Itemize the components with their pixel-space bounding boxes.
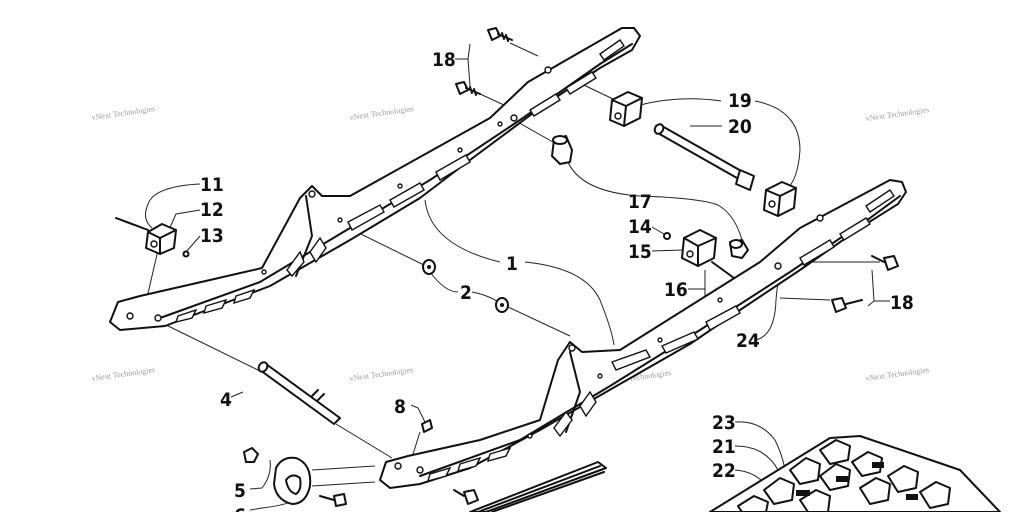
callout-8: 8	[394, 396, 406, 418]
rail-cutouts	[174, 39, 625, 323]
left-rail-upper	[109, 27, 641, 331]
hardware-parts	[115, 27, 899, 507]
callout-2: 2	[460, 282, 472, 304]
bolt-icon	[455, 81, 481, 96]
bushing-block-icon	[609, 91, 643, 127]
watermark: vNext Technologies	[91, 365, 156, 383]
slide-rail	[469, 461, 607, 512]
callout-11: 11	[200, 174, 224, 196]
callout-4: 4	[220, 389, 232, 411]
nut-icon	[663, 232, 671, 240]
callout-19: 19	[728, 90, 752, 112]
bumper-block-icon	[681, 229, 717, 267]
bolt-icon	[453, 489, 479, 505]
track-section	[709, 435, 1001, 512]
rail-holes	[126, 66, 552, 322]
watermark: vNext Technologies	[865, 105, 930, 123]
bushing-block-icon	[763, 181, 797, 217]
nut-icon	[421, 419, 433, 433]
callout-22: 22	[712, 460, 736, 482]
callout-20: 20	[728, 116, 752, 138]
callout-15: 15	[628, 241, 652, 263]
rail-cutouts	[426, 189, 895, 483]
bolt-icon	[831, 297, 863, 313]
axle-icon	[257, 361, 341, 425]
callout-6: 6	[234, 505, 246, 512]
bolt-icon	[871, 255, 899, 271]
spacer-icon	[551, 135, 573, 165]
watermark: vNext Technologies	[865, 365, 930, 383]
watermark: vNext Technologies	[349, 365, 414, 383]
bolt-icon	[319, 493, 347, 507]
callout-13: 13	[200, 225, 224, 247]
callout-18-top: 18	[432, 49, 456, 71]
rail-holes	[394, 214, 824, 474]
track-clips	[737, 439, 951, 512]
bolt-icon	[711, 261, 735, 279]
right-rail-lower	[379, 179, 907, 489]
watermark: vNext Technologies	[349, 104, 414, 122]
spacer-icon	[729, 239, 749, 259]
watermark: vNext Technologies	[91, 104, 156, 122]
axle-icon	[653, 123, 755, 191]
callout-12: 12	[200, 199, 224, 221]
bolt-icon	[487, 27, 513, 42]
callout-14: 14	[628, 216, 652, 238]
nut-icon	[243, 447, 259, 463]
bolt-icon	[115, 217, 149, 231]
callout-labels: 18 19 20 11 12 13 17 14 15 1 2 16 18 24 …	[200, 49, 914, 512]
callout-18-right: 18	[890, 292, 914, 314]
callout-5: 5	[234, 480, 246, 502]
track-windows	[796, 462, 918, 500]
callout-23: 23	[712, 412, 736, 434]
callout-21: 21	[712, 436, 736, 458]
wheel-icon	[273, 456, 312, 505]
callout-17: 17	[628, 191, 652, 213]
callout-1: 1	[506, 253, 518, 275]
bumper-block-icon	[145, 223, 177, 255]
nut-icon	[182, 250, 190, 258]
callout-24: 24	[736, 330, 760, 352]
callout-16: 16	[664, 279, 688, 301]
